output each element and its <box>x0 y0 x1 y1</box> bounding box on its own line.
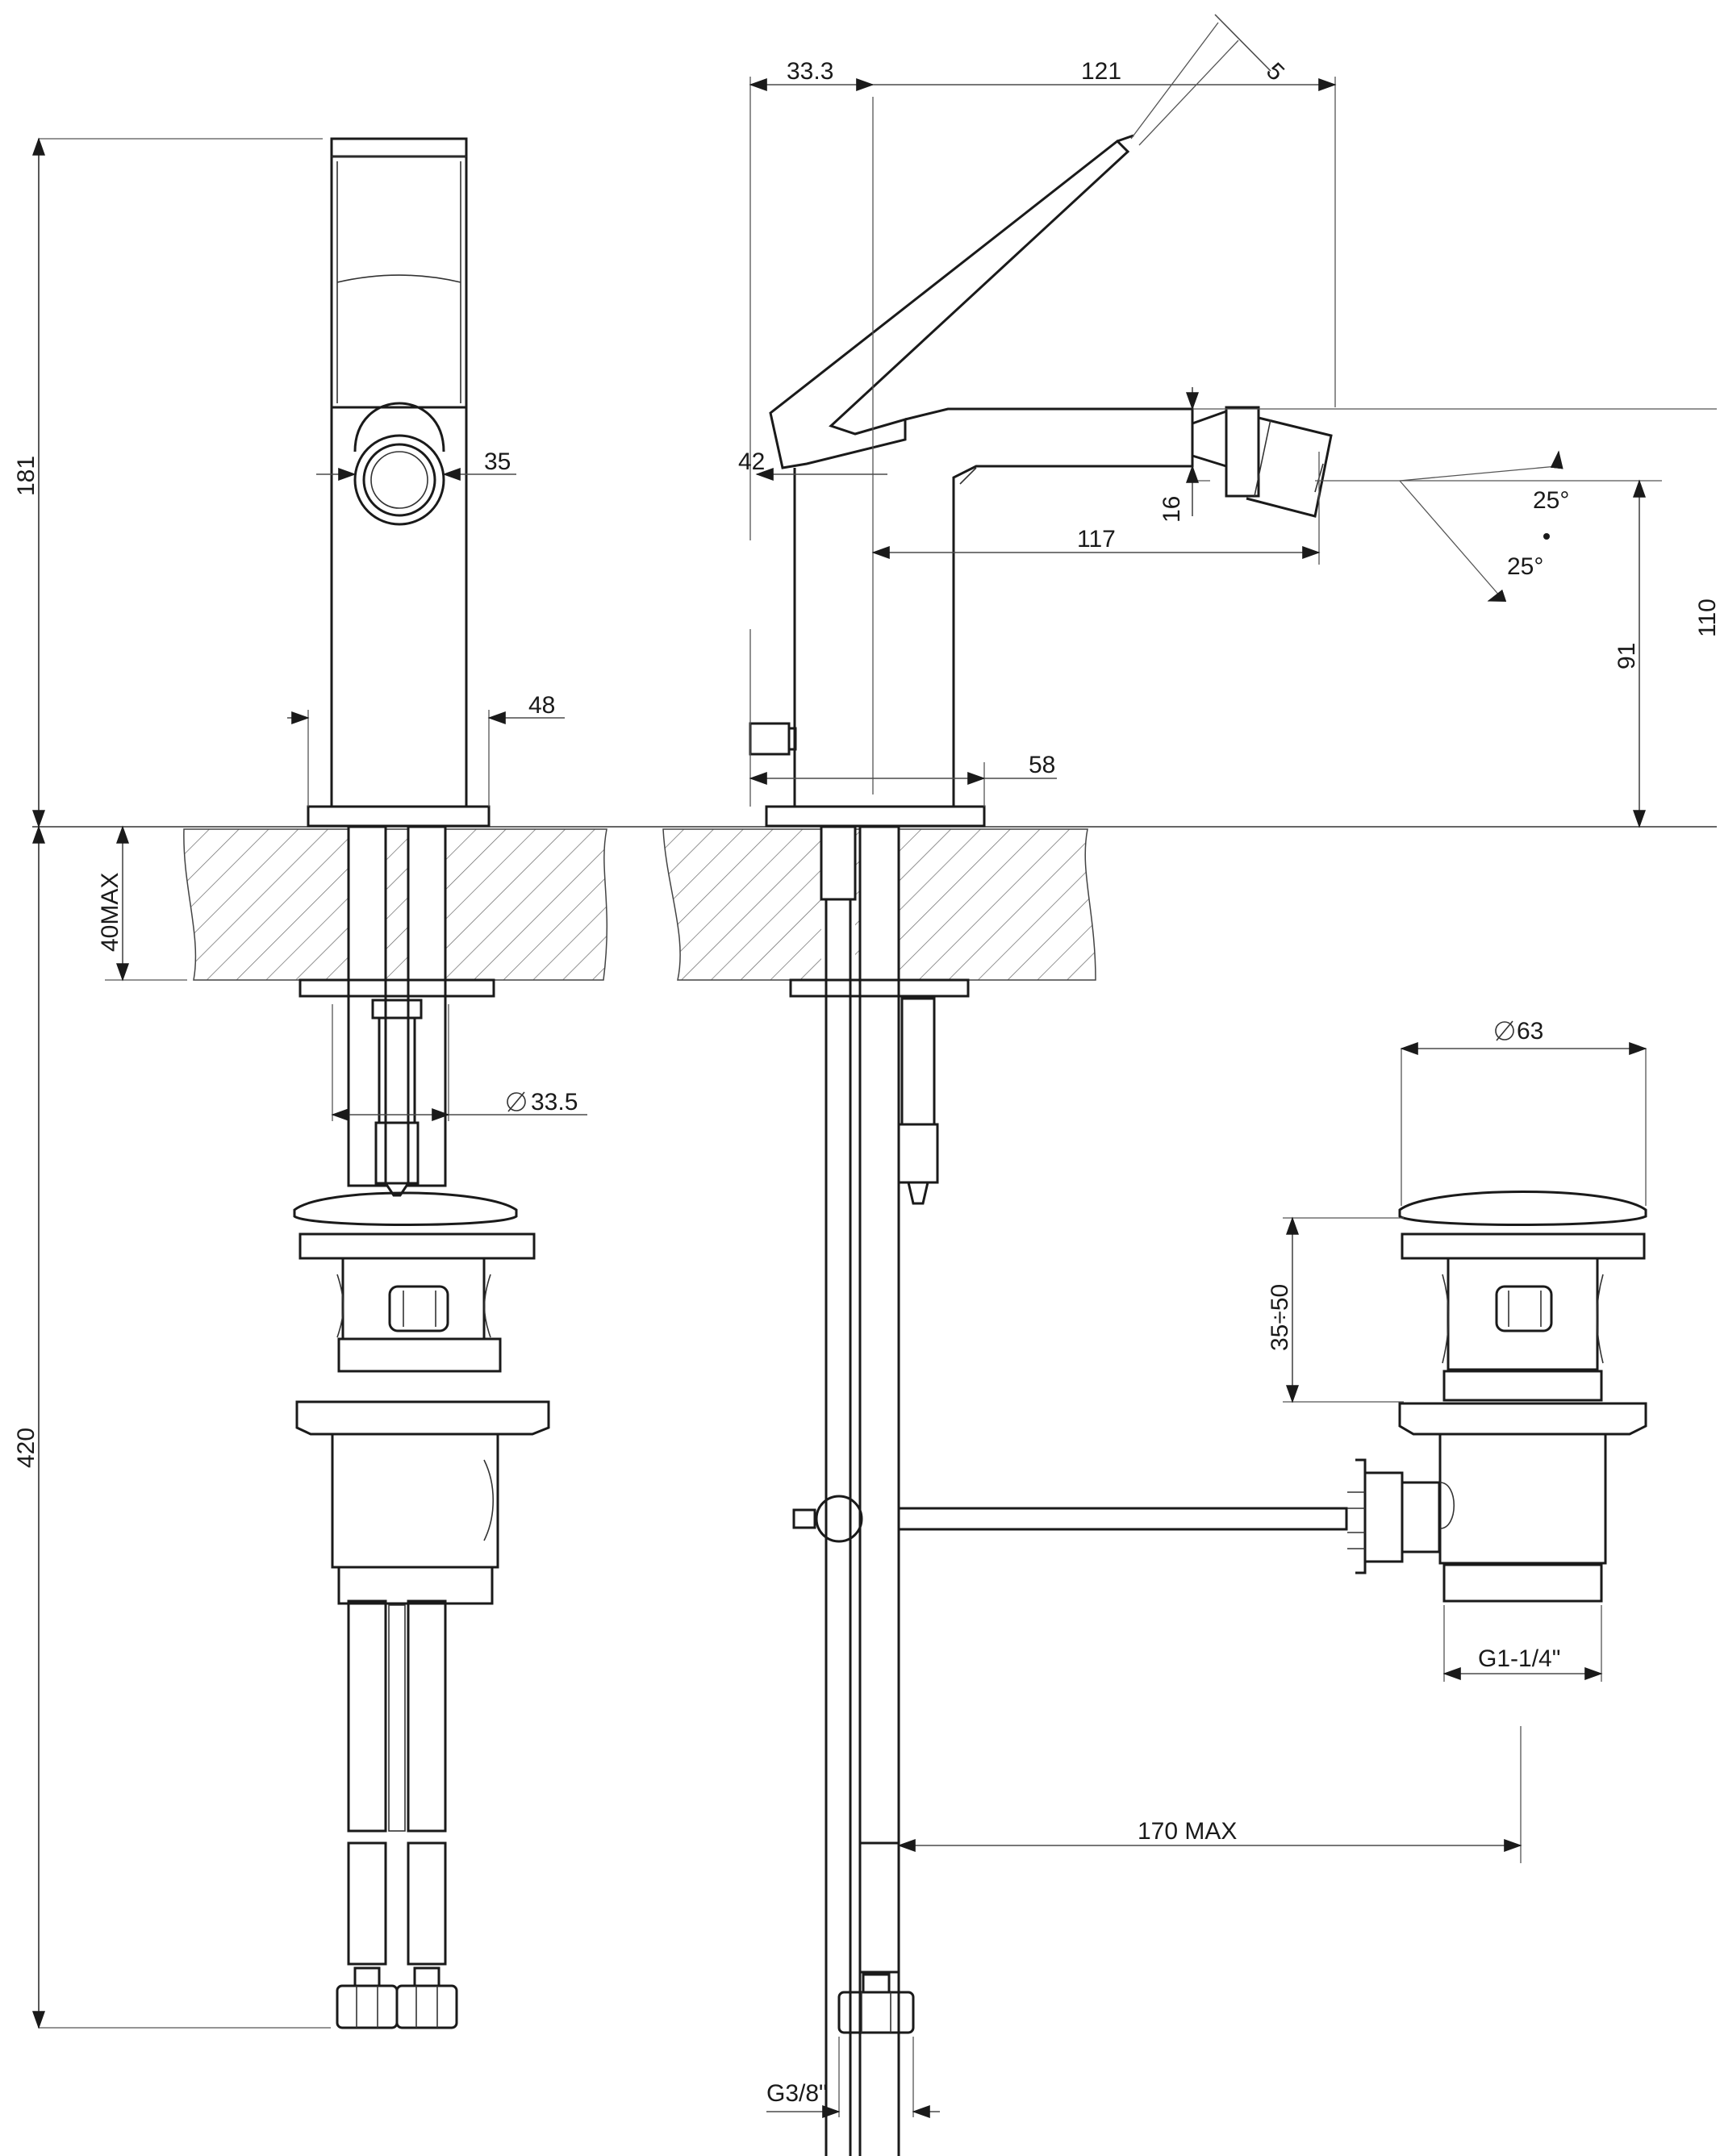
aerator-nozzle <box>1246 416 1333 518</box>
hose-nut-left <box>336 1966 399 2029</box>
popup-rod <box>825 898 852 2156</box>
dim-48: 48 <box>528 692 555 719</box>
lever-handle <box>769 139 1130 469</box>
dim-63: 63 <box>1517 1018 1543 1045</box>
drain-cage <box>1447 1258 1599 1371</box>
dim-42: 42 <box>738 448 765 475</box>
dim-angle-down: 25° <box>1507 553 1543 580</box>
horizontal-rod <box>897 1507 1348 1531</box>
under-washer-front <box>298 978 495 998</box>
drain-thread-lower <box>1442 1563 1603 1603</box>
hose-left-lower <box>347 1599 387 1833</box>
aerator-ring <box>1225 406 1260 498</box>
side-coupling <box>1363 1471 1404 1563</box>
base-plate-side <box>765 805 986 828</box>
dim-33-3: 33.3 <box>787 58 833 85</box>
hose-side-upper <box>858 825 900 2156</box>
popup-cap-front <box>293 1191 518 1226</box>
hose-nut-right <box>395 1966 458 2029</box>
drain-flange-front <box>295 1400 550 1436</box>
drain-cap <box>1398 1191 1647 1226</box>
diverter-knob <box>749 722 791 756</box>
dim-5: 5 <box>1261 58 1289 86</box>
front-dimensions: 181 420 40MAX 35 48 33.5 <box>13 137 587 2029</box>
drain-body-front <box>331 1432 499 1569</box>
dim-117: 117 <box>1077 526 1116 553</box>
dim-420: 420 <box>13 1428 40 1468</box>
pivot-ball <box>815 1495 863 1543</box>
dim-40max: 40MAX <box>97 873 123 952</box>
hose-side-lower <box>858 1841 900 1974</box>
hose-right-lower <box>407 1599 447 1833</box>
popup-cage-front <box>341 1258 486 1341</box>
drain-body <box>1438 1432 1607 1565</box>
side-dimensions: 33.3 121 5 42 16 117 25° 25° 91 110 <box>738 14 1720 2118</box>
hose-left-upper <box>347 825 387 1187</box>
drain-detail <box>1347 1191 1647 1603</box>
dim-g1-1-4: G1-1/4" <box>1478 1645 1560 1672</box>
faucet-body-side <box>793 407 1194 808</box>
dim-35: 35 <box>484 448 511 475</box>
under-washer-side <box>789 978 970 998</box>
drain-dimensions: 63 35÷50 G1-1/4" <box>1267 1018 1647 1682</box>
side-view <box>749 97 1348 2156</box>
dim-33-5: 33.5 <box>531 1089 578 1116</box>
countertop-section-left <box>183 828 608 981</box>
dim-181: 181 <box>13 456 40 496</box>
drain-flange <box>1398 1402 1647 1436</box>
base-plate-front <box>307 805 491 828</box>
dim-g3-8: G3/8" <box>766 2080 828 2107</box>
dim-170-max: 170 MAX <box>1138 1818 1237 1845</box>
hose-nut-side <box>837 1973 915 2034</box>
dim-35-50: 35÷50 <box>1267 1284 1293 1351</box>
dim-16: 16 <box>1158 496 1185 523</box>
drain-thread-upper <box>1442 1370 1603 1402</box>
dim-angle-up: 25° <box>1533 487 1569 514</box>
dim-121: 121 <box>1081 58 1121 85</box>
thread-lower-front <box>337 1566 494 1605</box>
front-view <box>293 137 550 2029</box>
thread-upper-front <box>337 1337 502 1373</box>
faucet-body-front <box>330 137 468 808</box>
cartridge-ring <box>353 434 445 526</box>
hose-right-upper <box>407 825 447 1187</box>
dim-91: 91 <box>1614 643 1640 669</box>
dim-58: 58 <box>1029 752 1055 778</box>
dim-110: 110 <box>1694 598 1720 637</box>
